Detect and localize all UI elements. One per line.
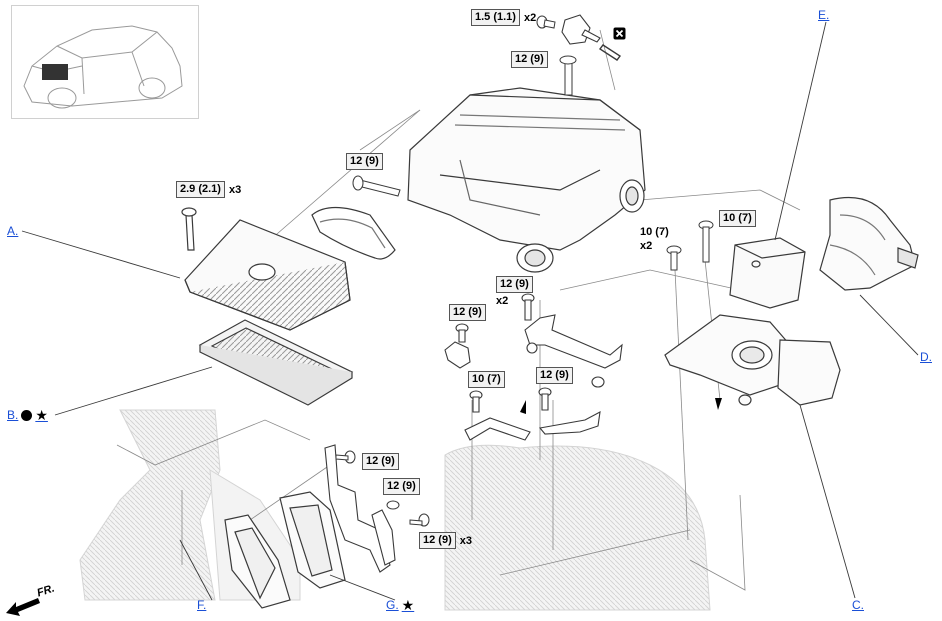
torque-label-lower-bracket-bolt: 10 (7) [468,371,509,388]
intake-air-temperature-sensor [561,14,601,45]
torque-label-cover-bolts: 2.9 (2.1)x3 [176,181,241,198]
callout-g[interactable]: G. ★ [386,597,415,613]
mounting-brackets [444,293,623,441]
torque-label-ecm-bracket-bolt: 12 (9) [362,453,403,470]
star-icon: ★ [401,597,415,613]
torque-label-housing-bolts-x2: 10 (7)x2 [640,226,669,252]
callout-c[interactable]: C. [852,598,864,612]
torque-label-ecm-bolt-upper: 12 (9) [383,478,424,495]
air-cleaner-element [198,319,354,406]
do-not-reuse-icon [613,27,626,40]
air-cleaner-cover [181,207,351,331]
ecm-cover [224,514,291,609]
ghost-engine-background [79,409,711,611]
front-direction-arrow-icon [6,598,40,616]
engine-control-module [279,491,346,589]
torque-label-right-bracket-bolt: 12 (9) [536,367,577,384]
engine-location-marker [42,64,68,80]
torque-label-chamber-bolt-top: 12 (9) [511,51,552,68]
direction-wedges [520,398,722,414]
callout-e[interactable]: E. [818,8,830,22]
star-icon: ★ [35,407,48,423]
intake-duct [311,206,396,260]
chamber-bolts [352,15,577,197]
vehicle-locator-thumbnail [11,5,199,119]
dot-icon [21,409,33,421]
intake-chamber [407,87,646,273]
ecm-bracket [324,444,396,573]
torque-label-housing-bolt: 10 (7) [719,210,760,227]
vehicle-outline [23,25,183,109]
callout-b[interactable]: B. ★ [7,407,48,423]
torque-label-ecm-bolts-x3: 12 (9)x3 [419,532,472,549]
right-bolts [666,220,714,271]
callout-a[interactable]: A. [7,224,19,238]
callout-f[interactable]: F. [197,598,207,612]
torque-label-bracket-bolt-left: 12 (9) [449,304,490,321]
resonator-box [729,237,806,309]
torque-label-sensor-bolt: 1.5 (1.1)x2 [471,9,536,26]
air-cleaner-housing [664,314,841,406]
ecm-bolts [335,450,430,527]
o-ring-seal [598,44,622,61]
callout-leaders [21,21,919,601]
callout-d[interactable]: D. [920,350,932,364]
torque-label-chamber-bolt-left: 12 (9) [346,153,387,170]
torque-label-bracket-bolts-x2: 12 (9)x2 [496,276,533,307]
intake-hose [819,196,919,291]
